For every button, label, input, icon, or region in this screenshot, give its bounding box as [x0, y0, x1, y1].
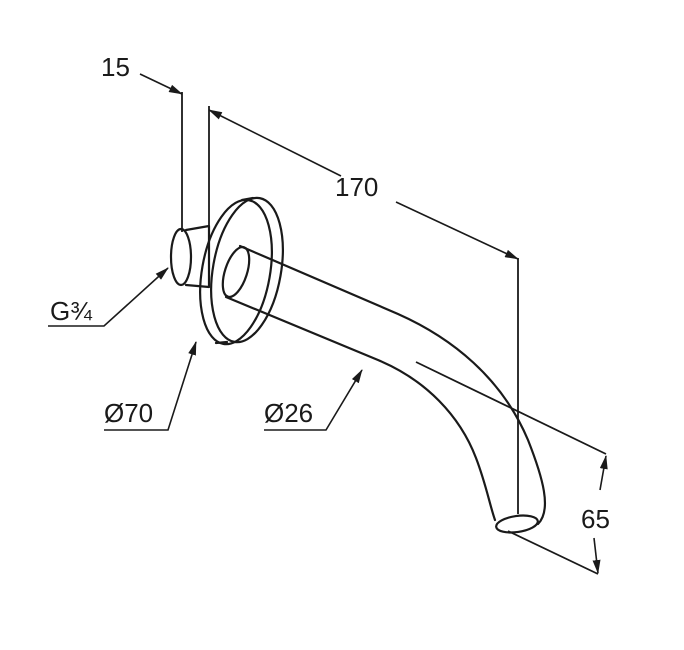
dimension-spout-length: [208, 109, 519, 514]
dimension-flange-thickness: [139, 73, 210, 232]
thread-connector: [169, 224, 211, 289]
leader-spout-diameter: [264, 369, 363, 431]
dimension-outlet-height: [415, 361, 608, 575]
flange-rosette: [199, 196, 284, 346]
label-thread: G¾: [50, 296, 92, 326]
leader-flange-diameter: [104, 341, 197, 431]
leader-thread: [48, 267, 169, 327]
label-flange-thickness: 15: [101, 52, 130, 82]
label-outlet-height: 65: [581, 504, 610, 534]
spout-part: [169, 196, 546, 534]
label-spout-diameter: Ø26: [264, 398, 313, 428]
label-flange-diameter: Ø70: [104, 398, 153, 428]
label-spout-length: 170: [335, 172, 378, 202]
